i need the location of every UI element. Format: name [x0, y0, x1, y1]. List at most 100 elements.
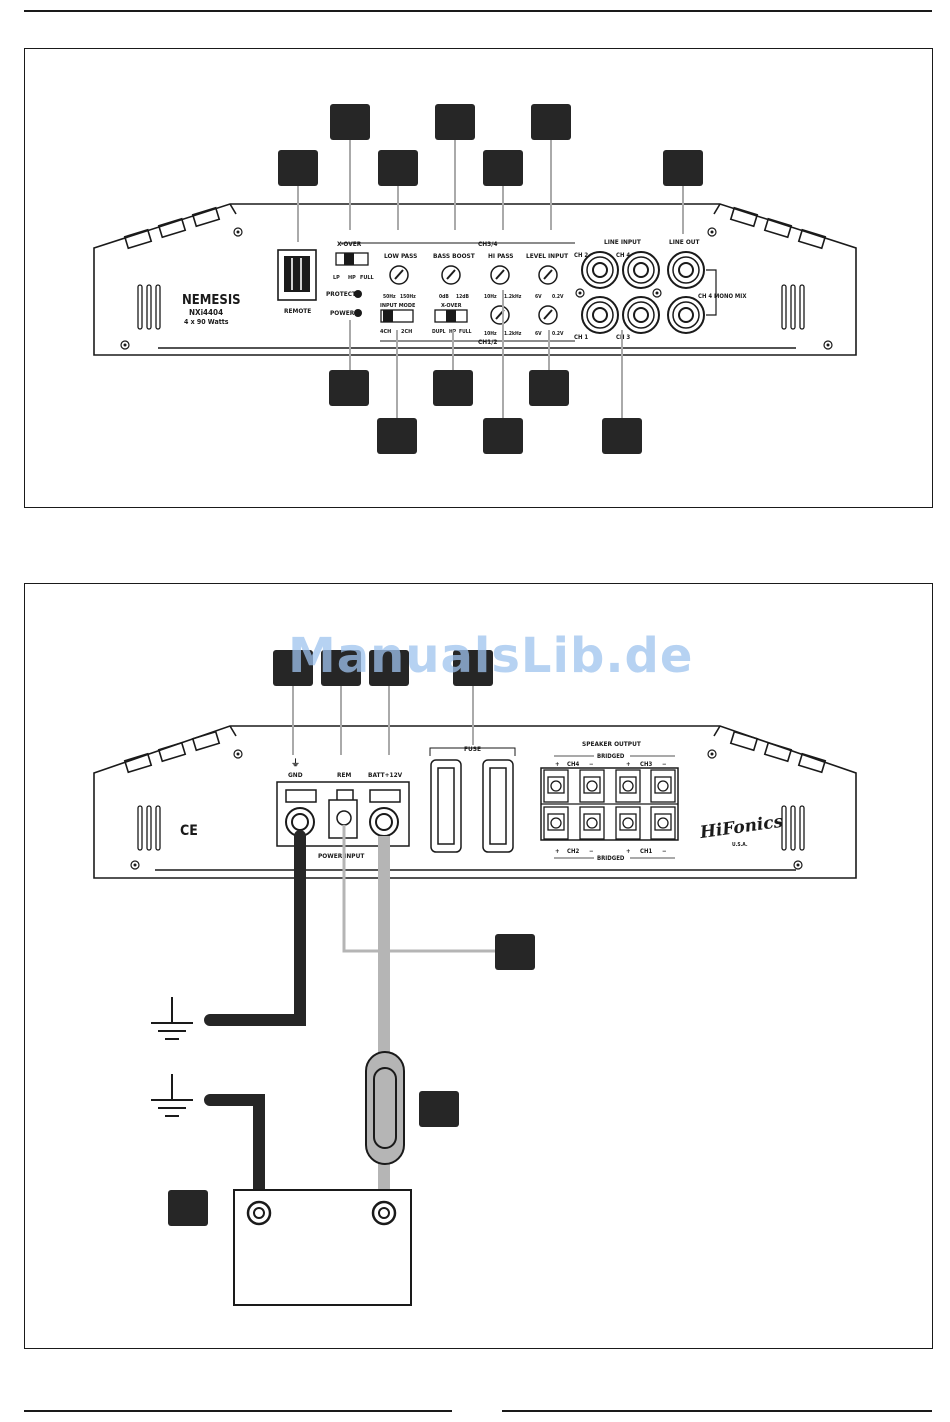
svg-text:+: + [555, 761, 560, 768]
svg-text:CH 1: CH 1 [574, 334, 588, 341]
spk-terminal[interactable] [543, 806, 569, 840]
batt-label: BATT+12V [368, 771, 403, 779]
callout-box [433, 370, 473, 406]
xover-switch[interactable] [335, 252, 369, 266]
svg-text:−: − [589, 848, 594, 855]
svg-text:CH 2: CH 2 [574, 252, 588, 259]
bridged-bottom-label: BRIDGED [597, 855, 625, 862]
spk-terminal[interactable] [579, 806, 605, 840]
remote-port[interactable] [277, 249, 317, 301]
fuse-2[interactable] [482, 759, 514, 853]
spk-terminal[interactable] [579, 769, 605, 803]
svg-text:0.2V: 0.2V [552, 294, 564, 300]
svg-text:12dB: 12dB [456, 294, 469, 300]
front-vents-left [137, 284, 161, 330]
ch12-label: CH1/2 [478, 338, 497, 346]
power-label: POWER [330, 309, 355, 317]
svg-text:10Hz: 10Hz [484, 331, 497, 337]
bottom-rule-right [502, 1410, 932, 1412]
callout-box [495, 934, 535, 970]
callout-box [330, 104, 370, 140]
spk-terminal[interactable] [650, 806, 676, 840]
svg-text:2CH: 2CH [401, 329, 412, 335]
hi-pass-knob-ch34[interactable] [490, 265, 510, 285]
rear-panel-frame [24, 583, 933, 1349]
rear-vents-right [781, 805, 805, 851]
ground-symbol-icon: ⏚ [291, 758, 300, 769]
svg-text:CH1: CH1 [640, 848, 652, 855]
level-input-label: LEVEL INPUT [526, 252, 568, 260]
callout-box [483, 150, 523, 186]
spk-terminal[interactable] [650, 769, 676, 803]
fuse-1[interactable] [430, 759, 462, 853]
callout-box [369, 650, 409, 686]
bass-boost-knob[interactable] [441, 265, 461, 285]
svg-text:50Hz: 50Hz [383, 294, 396, 300]
ground-wire [204, 830, 306, 1026]
rca-line-out-2[interactable] [667, 296, 705, 334]
svg-text:CH3: CH3 [640, 761, 652, 768]
rem-terminal[interactable] [336, 810, 352, 826]
callout-box [419, 1091, 459, 1127]
callout-box [378, 150, 418, 186]
front-panel-frame [24, 48, 933, 508]
callout-box [435, 104, 475, 140]
brand-logo: NEMESIS [182, 293, 241, 308]
callout-box [663, 150, 703, 186]
svg-text:CH 3: CH 3 [616, 334, 630, 341]
front-amp-body [93, 203, 857, 356]
bridged-top-label: BRIDGED [597, 753, 625, 760]
hi-pass-knob-ch12[interactable] [490, 305, 510, 325]
svg-text:HP: HP [348, 275, 356, 281]
rca-input-ch4[interactable] [622, 251, 660, 289]
rear-vents-left [137, 805, 161, 851]
rear-leader-lines [292, 686, 474, 755]
callout-box [529, 370, 569, 406]
rca-input-ch3[interactable] [622, 296, 660, 334]
svg-text:−: − [662, 848, 667, 855]
spk-terminal[interactable] [543, 769, 569, 803]
rear-amp-body [93, 725, 857, 879]
battery-positive-terminal [371, 1200, 397, 1226]
line-input-label: LINE INPUT [604, 238, 641, 246]
front-leader-lines [297, 140, 684, 418]
power-input-label: POWER INPUT [318, 852, 364, 860]
bottom-rule-left [24, 1410, 452, 1412]
svg-text:0.2V: 0.2V [552, 331, 564, 337]
svg-text:+: + [626, 848, 631, 855]
input-mode-switch[interactable] [380, 309, 414, 323]
batt-terminal[interactable] [369, 807, 399, 837]
fuse-label: FUSE [464, 745, 481, 753]
xover-label: X-OVER [337, 240, 362, 248]
watermark: ManualsLib.de [288, 628, 694, 684]
bass-boost-label: BASS BOOST [433, 252, 475, 260]
speaker-output-label: SPEAKER OUTPUT [582, 740, 641, 748]
level-knob-ch34[interactable] [538, 265, 558, 285]
low-pass-knob[interactable] [389, 265, 409, 285]
svg-text:FULL: FULL [360, 275, 375, 281]
front-callouts [278, 104, 703, 454]
front-vents-right [781, 284, 805, 330]
battery-ground-wire [204, 1094, 265, 1219]
xover-ch12-switch[interactable] [434, 309, 468, 323]
svg-text:−: − [589, 761, 594, 768]
remote-label: REMOTE [284, 307, 311, 315]
svg-text:1.2kHz: 1.2kHz [504, 331, 522, 337]
rear-callouts [168, 650, 535, 1226]
rca-input-ch1[interactable] [581, 296, 619, 334]
svg-text:LP: LP [333, 275, 340, 281]
svg-text:CH4: CH4 [567, 761, 579, 768]
rca-line-out-1[interactable] [667, 251, 705, 289]
callout-box [377, 418, 417, 454]
spk-terminal[interactable] [615, 769, 641, 803]
power-led [354, 309, 362, 317]
spk-terminal[interactable] [615, 806, 641, 840]
svg-text:DUPL: DUPL [432, 329, 446, 335]
level-knob-ch12[interactable] [538, 305, 558, 325]
svg-text:1.2kHz: 1.2kHz [504, 294, 522, 300]
rca-input-ch2[interactable] [581, 251, 619, 289]
hi-pass-label: HI PASS [488, 252, 513, 260]
svg-text:6V: 6V [535, 331, 542, 337]
ch34-label: CH3/4 [478, 240, 497, 248]
callout-box [329, 370, 369, 406]
